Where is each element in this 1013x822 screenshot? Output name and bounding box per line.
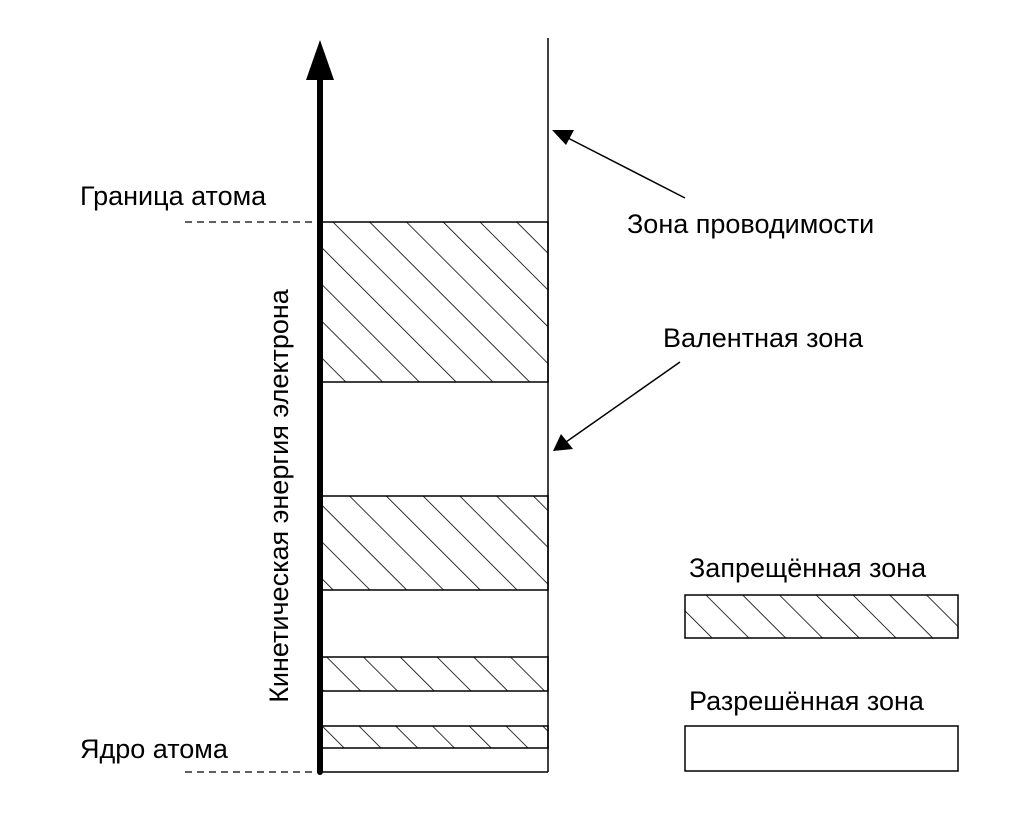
legend-forbidden-swatch xyxy=(684,594,959,639)
axis-arrowhead-icon xyxy=(306,40,334,80)
atom-boundary-label: Граница атома xyxy=(80,181,267,211)
legend-forbidden-label: Запрещённая зона xyxy=(689,553,927,583)
valence-band-label: Валентная зона xyxy=(663,323,864,353)
forbidden-band-3 xyxy=(319,656,549,692)
axis-label: Кинетическая энергия электрона xyxy=(264,288,294,703)
conduction-band-label: Зона проводимости xyxy=(627,209,874,239)
valence-pointer xyxy=(565,361,681,443)
legend-allowed-swatch xyxy=(684,725,959,772)
valence-arrowhead-icon xyxy=(553,434,573,451)
nucleus-label: Ядро атома xyxy=(80,734,229,764)
forbidden-band-1 xyxy=(319,221,549,383)
conduction-arrowhead-icon xyxy=(552,130,574,145)
forbidden-band-4 xyxy=(319,725,549,749)
conduction-pointer xyxy=(565,136,686,199)
legend-allowed-label: Разрешённая зона xyxy=(689,686,925,716)
forbidden-band-2 xyxy=(319,495,549,591)
